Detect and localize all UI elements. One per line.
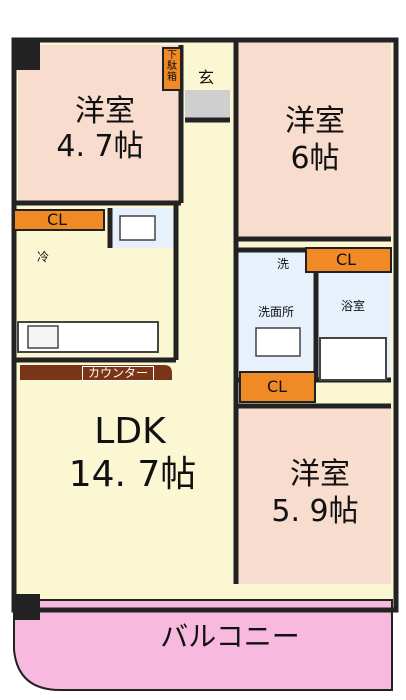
western-room-2-size: 6帖 [290, 141, 340, 176]
western-room-3-size: 5. 9帖 [271, 494, 359, 529]
western-room-2-name: 洋室 [285, 104, 345, 139]
fridge-label: 冷 [36, 250, 49, 264]
western-room-3-name: 洋室 [290, 457, 350, 492]
bathroom-label: 浴室 [340, 299, 365, 313]
closet-label-1: CL [46, 210, 68, 229]
counter-label: カウンター [82, 366, 154, 382]
western-room-1-name: 洋室 [75, 94, 135, 129]
washer-label: 洗 [276, 257, 289, 271]
closet-label-3: CL [266, 377, 288, 396]
balcony-label: バルコニー [160, 620, 300, 653]
entrance-label: 玄 [197, 68, 214, 87]
western-room-1-size: 4. 7帖 [56, 129, 144, 164]
ldk-size: 14. 7帖 [68, 454, 197, 495]
shoe-box-label: 下 駄 箱 [167, 50, 177, 83]
ldk-name: LDK [94, 411, 166, 452]
washroom-label: 洗面所 [257, 305, 294, 319]
closet-label-2: CL [335, 250, 357, 269]
